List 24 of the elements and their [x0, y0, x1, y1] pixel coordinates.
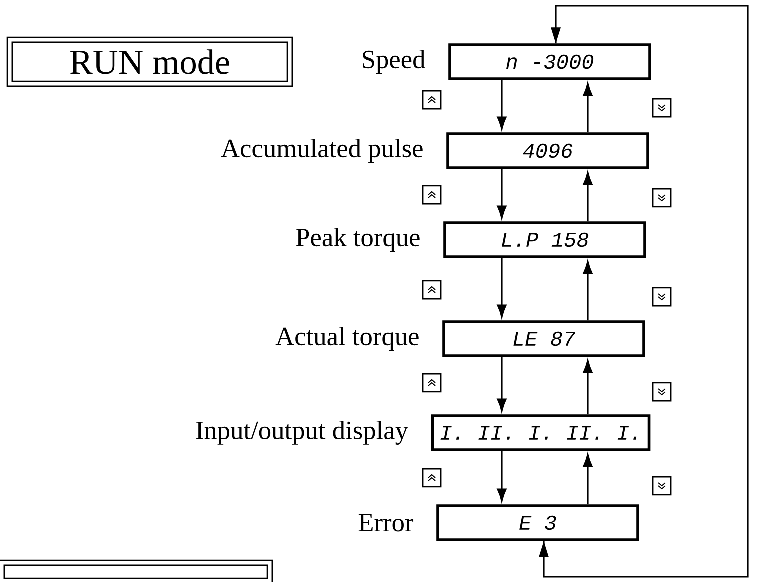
arrow: [583, 454, 593, 505]
arrow: [497, 80, 507, 130]
display-box: LE 87: [442, 320, 646, 358]
display-box: E 3: [436, 504, 640, 542]
display-name: Error: [358, 514, 414, 532]
arrow: [583, 83, 593, 133]
display-name: Input/output display: [196, 421, 408, 445]
empty-box: [0, 560, 274, 582]
display-box: 4096: [446, 132, 650, 170]
display-name: Actual torque: [276, 327, 419, 351]
arrow: [583, 172, 593, 222]
display-box: L.P 158: [444, 222, 646, 258]
arrow: [583, 261, 593, 321]
arrow: [497, 357, 507, 412]
arrow: [497, 169, 507, 219]
display-name: Speed: [363, 50, 426, 74]
arrow: [583, 360, 593, 415]
display-name: Accumulated pulse: [221, 139, 423, 163]
arrow: [497, 258, 507, 318]
mode-box: RUN mode: [6, 36, 294, 88]
arrow: [497, 451, 507, 502]
display-name: Peak torque: [296, 228, 420, 252]
display-box: I. II. I. II. I.: [431, 414, 651, 452]
display-box: n -3000: [448, 44, 652, 80]
